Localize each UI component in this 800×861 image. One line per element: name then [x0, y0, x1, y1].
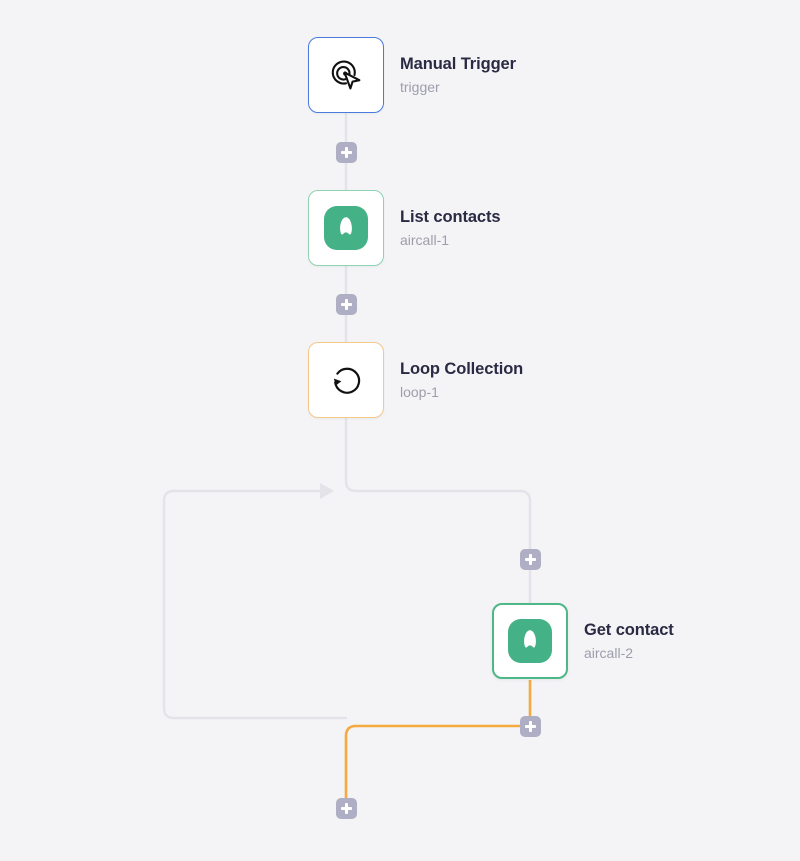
node-icon-box[interactable]: [492, 603, 568, 679]
node-subtitle: trigger: [400, 78, 440, 95]
add-node-button-after-loop[interactable]: [335, 797, 357, 819]
node-label-group: Get contact aircall-2: [584, 620, 674, 663]
node-icon-box[interactable]: [308, 37, 384, 113]
add-node-button-after-trigger[interactable]: [335, 141, 357, 163]
node-icon-box[interactable]: [308, 190, 384, 266]
add-node-button-after-list-contacts[interactable]: [335, 293, 357, 315]
node-title: Loop Collection: [400, 359, 524, 378]
node-icon-box[interactable]: [308, 342, 384, 418]
node-label-group: List contacts aircall-1: [400, 207, 501, 250]
node-get-contact[interactable]: Get contact aircall-2: [492, 603, 674, 679]
node-subtitle: aircall-2: [584, 644, 634, 661]
click-cursor-icon: [324, 53, 368, 97]
aircall-icon: [508, 619, 552, 663]
node-manual-trigger[interactable]: Manual Trigger trigger: [308, 37, 516, 113]
node-label-group: Manual Trigger trigger: [400, 54, 516, 97]
node-title: Get contact: [584, 620, 674, 639]
loop-arrow-icon: [326, 360, 366, 400]
node-loop-collection[interactable]: Loop Collection loop-1: [308, 342, 523, 418]
add-node-button-after-get-contact[interactable]: [519, 715, 541, 737]
node-title: List contacts: [400, 207, 501, 226]
node-subtitle: loop-1: [400, 383, 439, 400]
node-title: Manual Trigger: [400, 54, 516, 73]
node-label-group: Loop Collection loop-1: [400, 359, 523, 402]
add-node-button-inside-loop[interactable]: [519, 548, 541, 570]
node-subtitle: aircall-1: [400, 231, 450, 248]
node-list-contacts[interactable]: List contacts aircall-1: [308, 190, 501, 266]
aircall-icon: [324, 206, 368, 250]
